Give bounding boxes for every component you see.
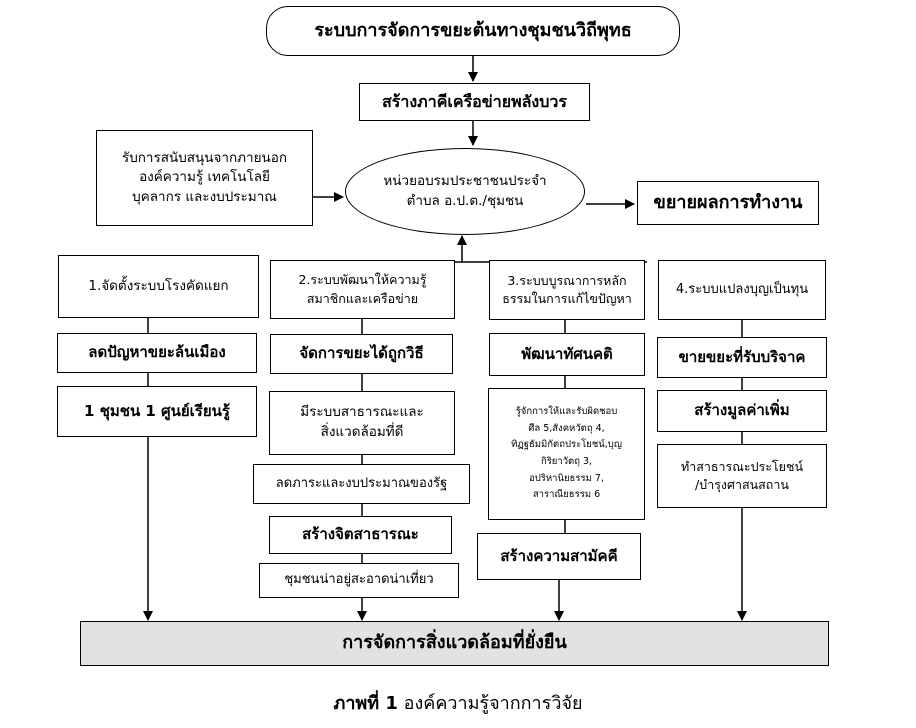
col2-box4-label: สร้างจิตสาธารณะ xyxy=(302,525,419,544)
node-bottom: การจัดการสิ่งแวดล้อมที่ยั่งยืน xyxy=(80,621,829,666)
col2-box1-label: จัดการขยะได้ถูกวิธี xyxy=(299,344,424,363)
node-expand-label: ขยายผลการทำงาน xyxy=(653,191,803,213)
node-network: สร้างภาคีเครือข่ายพลังบวร xyxy=(359,83,590,121)
node-external-support: รับการสนับสนุนจากภายนอก องค์ความรู้ เทคโ… xyxy=(96,130,313,226)
figure-caption-text: องค์ความรู้จากการวิจัย xyxy=(397,693,583,714)
col1-box1-label: ลดปัญหาขยะล้นเมือง xyxy=(88,343,226,362)
col1-box2: 1 ชุมชน 1 ศูนย์เรียนรู้ xyxy=(57,386,257,437)
node-center: หน่วยอบรมประชาชนประจำ ตำบล อ.ป.ต./ชุมชน xyxy=(345,148,585,235)
col4-box3: ทำสาธารณะประโยชน์ /บำรุงศาสนสถาน xyxy=(657,444,827,508)
col1-head: 1.จัดตั้งระบบโรงคัดแยก xyxy=(58,255,259,318)
col3-head-label: 3.ระบบบูรณาการหลัก ธรรมในการแก้ไขปัญหา xyxy=(502,272,632,306)
col2-box1: จัดการขยะได้ถูกวิธี xyxy=(270,334,453,374)
node-expand: ขยายผลการทำงาน xyxy=(637,181,819,225)
col2-box4: สร้างจิตสาธารณะ xyxy=(269,516,452,554)
col2-box3: ลดภาระและงบประมาณของรัฐ xyxy=(253,464,470,504)
col1-box1: ลดปัญหาขยะล้นเมือง xyxy=(57,333,257,373)
col2-head: 2.ระบบพัฒนาให้ความรู้ สมาชิกและเครือข่าย xyxy=(270,260,455,319)
col3-box3: สร้างความสามัคคี xyxy=(477,533,641,580)
col4-box2-label: สร้างมูลค่าเพิ่ม xyxy=(694,401,790,420)
figure-caption: ภาพที่ 1 องค์ความรู้จากการวิจัย xyxy=(0,688,916,717)
col4-head: 4.ระบบแปลงบุญเป็นทุน xyxy=(658,260,826,320)
col4-box1-label: ขายขยะที่รับบริจาค xyxy=(678,347,806,366)
col4-box2: สร้างมูลค่าเพิ่ม xyxy=(657,390,827,432)
col3-box2-label: รู้จักการให้และรับผิดชอบ ศีล 5,สังคหวัตถ… xyxy=(511,406,622,501)
col2-box3-label: ลดภาระและงบประมาณของรัฐ xyxy=(275,475,448,491)
col2-box5-label: ชุมชนน่าอยู่สะอาดน่าเที่ยว xyxy=(284,572,434,588)
col3-box1-label: พัฒนาทัศนคติ xyxy=(521,344,613,363)
col4-box1: ขายขยะที่รับบริจาค xyxy=(657,337,827,378)
col2-box2-label: มีระบบสาธารณะและ สิ่งแวดล้อมที่ดี xyxy=(300,404,424,440)
node-bottom-label: การจัดการสิ่งแวดล้อมที่ยั่งยืน xyxy=(342,632,567,654)
col1-box2-label: 1 ชุมชน 1 ศูนย์เรียนรู้ xyxy=(84,401,230,420)
col3-box3-label: สร้างความสามัคคี xyxy=(500,546,618,565)
col4-head-label: 4.ระบบแปลงบุญเป็นทุน xyxy=(675,281,809,297)
node-external-support-label: รับการสนับสนุนจากภายนอก องค์ความรู้ เทคโ… xyxy=(121,149,288,205)
col4-box3-label: ทำสาธารณะประโยชน์ /บำรุงศาสนสถาน xyxy=(680,458,803,492)
node-center-label: หน่วยอบรมประชาชนประจำ ตำบล อ.ป.ต./ชุมชน xyxy=(383,172,547,209)
col2-box5: ชุมชนน่าอยู่สะอาดน่าเที่ยว xyxy=(259,563,459,598)
node-network-label: สร้างภาคีเครือข่ายพลังบวร xyxy=(382,92,567,112)
col3-box1: พัฒนาทัศนคติ xyxy=(489,333,645,376)
col1-head-label: 1.จัดตั้งระบบโรงคัดแยก xyxy=(88,277,229,294)
col2-head-label: 2.ระบบพัฒนาให้ความรู้ สมาชิกและเครือข่าย xyxy=(298,272,427,306)
col2-box2: มีระบบสาธารณะและ สิ่งแวดล้อมที่ดี xyxy=(269,391,455,455)
col3-box2: รู้จักการให้และรับผิดชอบ ศีล 5,สังคหวัตถ… xyxy=(488,388,645,520)
col3-head: 3.ระบบบูรณาการหลัก ธรรมในการแก้ไขปัญหา xyxy=(489,260,645,320)
node-top: ระบบการจัดการขยะต้นทางชุมชนวิถีพุทธ xyxy=(266,6,680,56)
figure-caption-label: ภาพที่ 1 xyxy=(333,693,398,714)
node-top-label: ระบบการจัดการขยะต้นทางชุมชนวิถีพุทธ xyxy=(314,19,632,41)
